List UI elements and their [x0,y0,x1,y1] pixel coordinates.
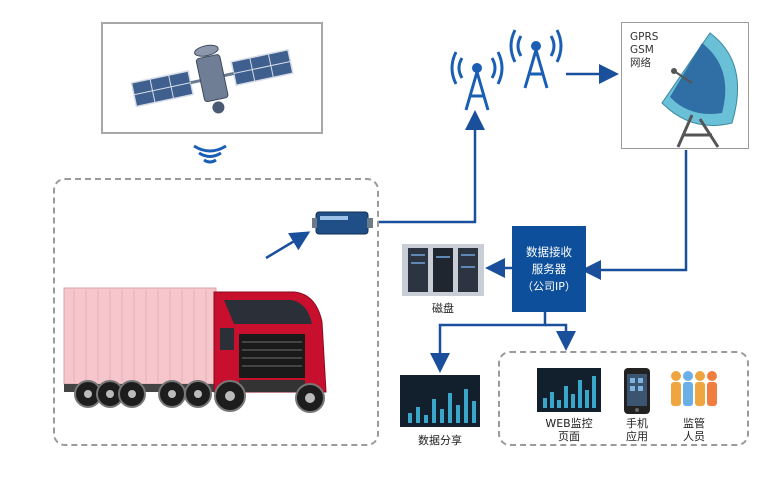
disk-server-rack-image [402,244,484,296]
staff-label-line2: 人员 [672,430,716,443]
truck-illustration [64,252,364,422]
server-line3: （公司IP） [522,278,576,295]
satellite-dish-icon [622,23,750,150]
mobile-label-line2: 应用 [615,430,659,443]
web-label-line2: 页面 [531,430,607,443]
data-share-label: 数据分享 [400,434,480,447]
staff-people-icon [668,368,724,412]
web-label: WEB监控 页面 [531,417,607,443]
gps-tracker-device [312,208,376,238]
server-line2: 服务器 [532,261,567,278]
satellite-panel [101,22,323,134]
web-label-line1: WEB监控 [531,417,607,430]
web-monitor-image [537,368,601,412]
staff-label: 监管 人员 [672,417,716,443]
signal-waves-icon [190,140,230,170]
data-server-box: 数据接收 服务器 （公司IP） [512,226,586,312]
server-line1: 数据接收 [526,244,572,261]
satellite-icon [103,24,325,136]
server-to-clients-arrow [545,325,566,346]
mobile-label: 手机 应用 [615,417,659,443]
mobile-label-line1: 手机 [615,417,659,430]
cell-tower-icon [452,40,502,114]
staff-label-line1: 监管 [672,417,716,430]
cell-tower-icon-2 [511,18,561,92]
mobile-phone-icon [624,368,650,414]
device-to-tower-arrow [378,115,475,222]
gprs-network-panel: GPRS GSM 网络 [621,22,749,149]
data-share-dashboard-image [400,375,480,427]
disk-label: 磁盘 [402,302,484,315]
gprs-to-server-arrow [586,150,686,270]
